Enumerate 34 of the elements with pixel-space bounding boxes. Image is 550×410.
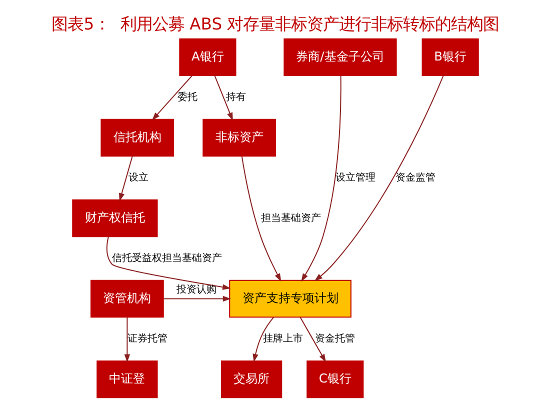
node-box: 交易所 [220, 360, 282, 398]
edge-label: 投资认购 [176, 284, 216, 296]
arrow [314, 76, 444, 282]
node-box: 非标资产 [202, 118, 276, 157]
edge-label: 设立管理 [335, 172, 376, 184]
arrow [240, 156, 281, 282]
edge-label: 资金托管 [314, 334, 355, 345]
node-box: 中证登 [96, 360, 158, 398]
node-box: 财产权信托 [72, 199, 158, 238]
arrow [299, 316, 326, 362]
arrow [252, 316, 274, 362]
diagram-title: 图表5： 利用公募 ABS 对存量非标资产进行非标转标的结构图 [51, 14, 499, 34]
edge-label: 持有 [226, 92, 246, 103]
arrow [214, 75, 232, 121]
edge-label: 资金监管 [395, 172, 436, 184]
arrow [300, 76, 341, 282]
edge-label: 信托受益权担当基础资产 [111, 253, 222, 264]
edge-label: 担当基础资产 [260, 212, 320, 224]
arrow [118, 156, 132, 202]
edge-label: 设立 [128, 172, 148, 184]
arrow [162, 296, 231, 302]
node-box: 信托机构 [100, 118, 174, 157]
edge-label: 挂牌上市 [262, 334, 303, 345]
node-box: C银行 [306, 360, 364, 398]
edge-label: 证券托管 [127, 334, 168, 345]
arrow [151, 75, 192, 120]
node-box: 资管机构 [90, 280, 164, 318]
node-box: 资产支持专项计划 [228, 280, 351, 318]
node-box: A银行 [178, 38, 236, 76]
arrow [106, 236, 230, 290]
edge-label: 委托 [176, 92, 197, 103]
node-box: B银行 [421, 38, 478, 76]
arrow [124, 317, 130, 362]
node-box: 券商/基金子公司 [283, 38, 396, 76]
